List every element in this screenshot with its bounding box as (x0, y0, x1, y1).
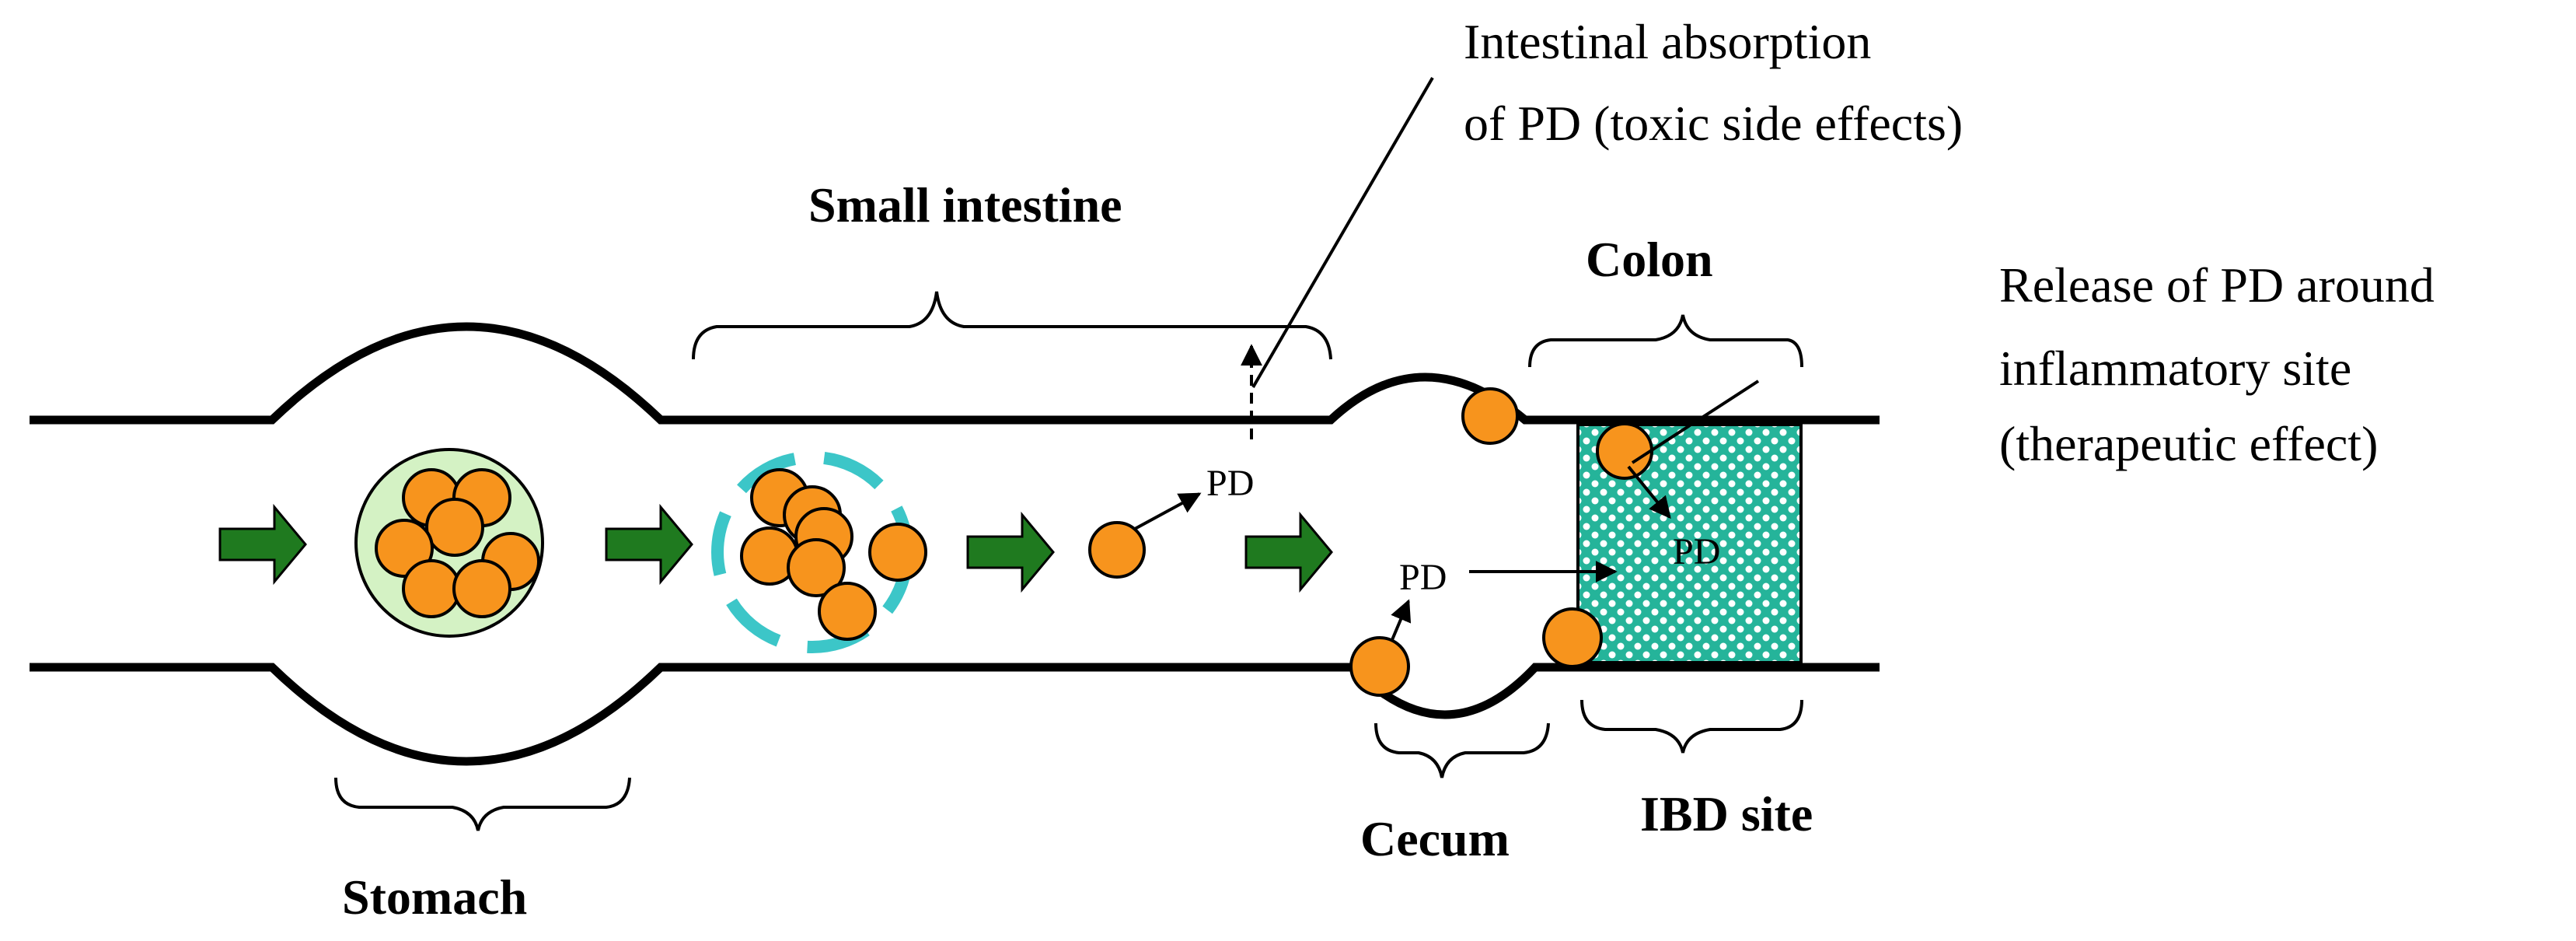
particle (1542, 607, 1603, 668)
lower-wall (30, 663, 1880, 766)
particle (1596, 422, 1653, 480)
brace-ibd-site (1580, 699, 1803, 754)
pd-label-cecum: PD (1399, 557, 1447, 598)
drug-particles (375, 387, 1653, 697)
pointer-lines (1134, 76, 1760, 642)
particle (1349, 636, 1410, 697)
release-arrow-small-intestine (1134, 492, 1202, 530)
cecum-label: Cecum (1360, 811, 1510, 866)
particle (868, 523, 927, 582)
pd-label-ibd: PD (1673, 531, 1720, 572)
particle (425, 498, 484, 557)
brace-colon (1528, 314, 1803, 368)
colon-label: Colon (1586, 232, 1713, 287)
release-arrow-ibd (1627, 465, 1671, 519)
release-callout-line (1631, 380, 1760, 464)
tract-walls (30, 322, 1880, 766)
ibd-site-label: IBD site (1640, 786, 1813, 841)
release-label-line3: (therapeutic effect) (1999, 416, 2378, 471)
particle (452, 559, 511, 618)
brace-cecum (1374, 722, 1550, 778)
right-arrow-icon (966, 511, 1055, 593)
brace-stomach (334, 777, 631, 831)
stomach-label: Stomach (342, 869, 527, 925)
release-label-line1: Release of PD around (1999, 257, 2435, 313)
right-arrow-icon (218, 503, 307, 586)
particle (787, 538, 846, 597)
absorption-label-line2: of PD (toxic side effects) (1464, 96, 1963, 151)
right-arrow-icon (1244, 511, 1333, 593)
particle (818, 582, 877, 641)
absorption-label-line1: Intestinal absorption (1464, 14, 1871, 69)
particle (1461, 387, 1519, 445)
release-arrow-cecum (1390, 599, 1412, 642)
braces (334, 291, 1803, 831)
flow-arrows (218, 503, 1333, 593)
release-label-line2: inflammatory site (1999, 341, 2351, 396)
particle (375, 519, 434, 578)
pd-label-small-intestine: PD (1206, 463, 1254, 504)
particle (1088, 521, 1146, 579)
absorption-callout-line (1251, 76, 1434, 389)
upper-wall (30, 322, 1880, 425)
right-arrow-icon (605, 503, 693, 586)
small-intestine-label: Small intestine (808, 177, 1122, 233)
particle (402, 559, 461, 618)
brace-small-intestine (692, 291, 1332, 360)
